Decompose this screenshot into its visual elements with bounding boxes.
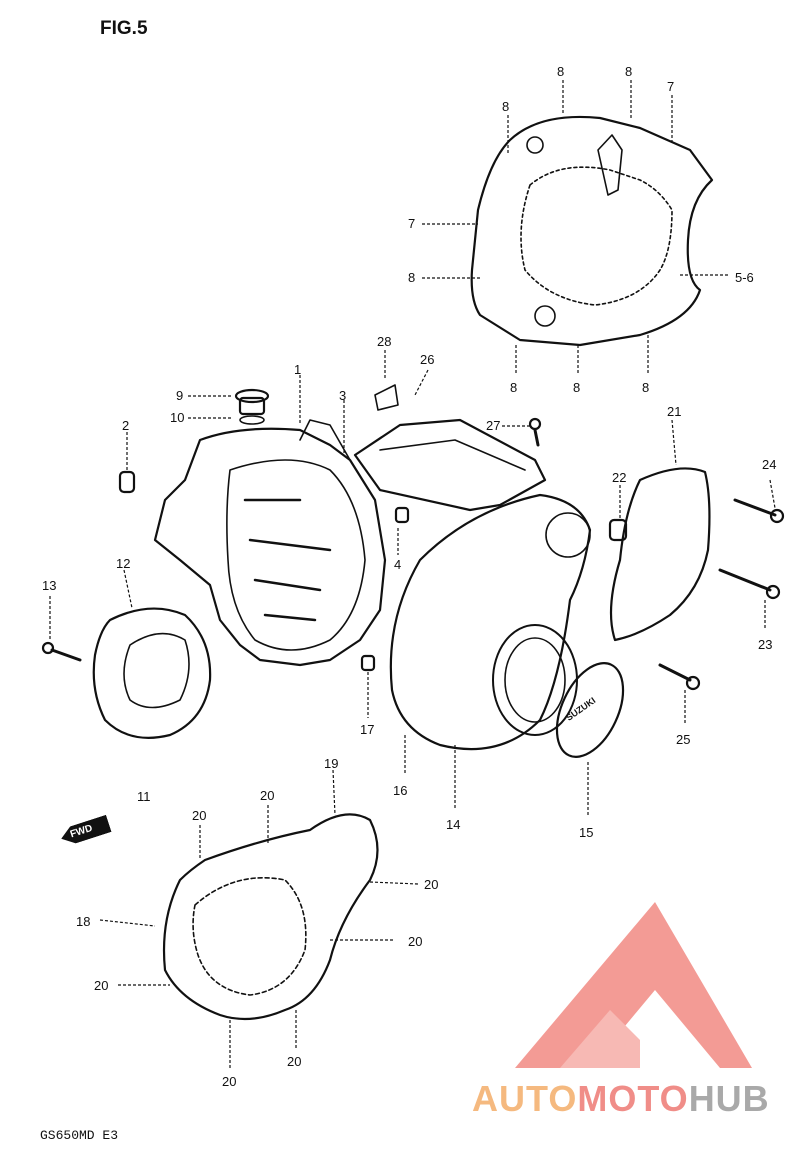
- part-label-18: 18: [76, 914, 91, 929]
- dowel-pin-4: [394, 506, 410, 524]
- bolt-part-13: [41, 641, 82, 662]
- part-label-8: 8: [625, 64, 633, 79]
- part-label-22: 22: [612, 470, 627, 485]
- part-label-28: 28: [377, 334, 392, 349]
- part-label-20: 20: [424, 877, 439, 892]
- bolt-part-27: [528, 417, 542, 447]
- part-label-7: 7: [408, 216, 416, 231]
- leader-lines: [49, 80, 776, 1068]
- watermark-part-moto: MOTO: [577, 1078, 689, 1119]
- part-label-24: 24: [762, 457, 777, 472]
- part-label-15: 15: [579, 825, 594, 840]
- part-label-19: 19: [324, 756, 339, 771]
- part-label-20: 20: [260, 788, 275, 803]
- spacer-part-22: [608, 518, 628, 542]
- part-label-12: 12: [116, 556, 131, 571]
- part-label-27: 27: [486, 418, 501, 433]
- watermark-part-auto: AUTO: [472, 1078, 578, 1119]
- part-label-20: 20: [408, 934, 423, 949]
- part-label-8: 8: [642, 380, 650, 395]
- figure-title: FIG.5: [100, 18, 148, 39]
- part-label-10: 10: [170, 410, 185, 425]
- part-label-8: 8: [573, 380, 581, 395]
- part-label-7: 7: [667, 79, 675, 94]
- emblem-cap-15: [555, 662, 625, 758]
- part-label-4: 4: [394, 557, 402, 572]
- model-code: GS650MD E3: [40, 1128, 119, 1143]
- bottom-cover-19: [162, 813, 379, 1021]
- starter-clutch-cover: [389, 493, 592, 751]
- generator-side-cover: [92, 607, 212, 739]
- dowel-pin-17: [360, 654, 376, 672]
- watermark-part-hub: HUB: [688, 1078, 770, 1119]
- part-label-16: 16: [393, 783, 408, 798]
- cover-plate-21: [609, 467, 711, 642]
- breather-cover: [353, 384, 547, 512]
- part-label-26: 26: [420, 352, 435, 367]
- part-label-21: 21: [667, 404, 682, 419]
- part-label-2: 2: [122, 418, 130, 433]
- part-label-20: 20: [287, 1054, 302, 1069]
- part-label-11: 11: [137, 789, 151, 804]
- part-label-8: 8: [502, 99, 510, 114]
- part-label-20: 20: [222, 1074, 237, 1089]
- part-label-3: 3: [339, 388, 347, 403]
- bolt-part-25: [658, 663, 701, 691]
- bolt-part-24: [733, 498, 785, 524]
- watermark-brand: AUTOMOTOHUB: [472, 1078, 770, 1120]
- part-label-5-6: 5-6: [735, 270, 754, 285]
- part-label-20: 20: [192, 808, 207, 823]
- oil-filler-cap: [234, 388, 270, 425]
- part-label-8: 8: [510, 380, 518, 395]
- part-label-13: 13: [42, 578, 57, 593]
- part-label-9: 9: [176, 388, 184, 403]
- grommet-part: [118, 470, 136, 494]
- part-label-23: 23: [758, 637, 773, 652]
- part-label-8: 8: [557, 64, 565, 79]
- bolt-part-23: [718, 568, 781, 600]
- part-label-1: 1: [294, 362, 302, 377]
- watermark-logo-icon: [515, 902, 752, 1068]
- clutch-cover-outline: [470, 115, 714, 347]
- crankcase-cover-left: [153, 419, 387, 667]
- part-label-20: 20: [94, 978, 109, 993]
- part-label-8: 8: [408, 270, 416, 285]
- part-label-17: 17: [360, 722, 375, 737]
- part-label-14: 14: [446, 817, 461, 832]
- part-label-25: 25: [676, 732, 691, 747]
